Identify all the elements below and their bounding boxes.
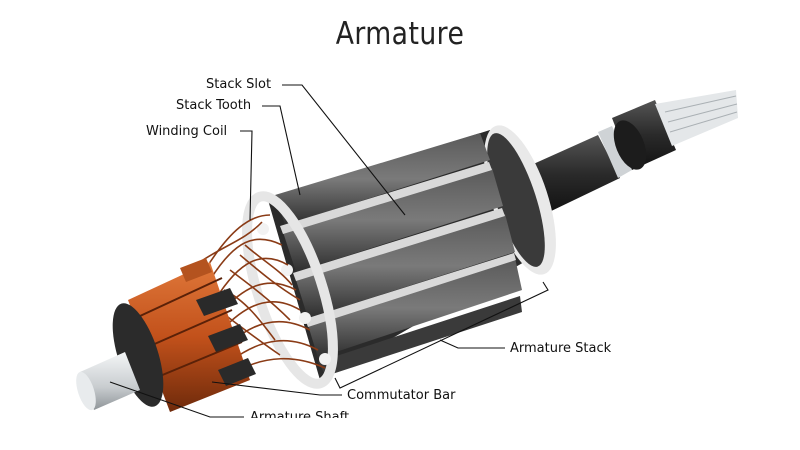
armature-stack-body [242,125,556,389]
shaft-right [520,90,738,214]
label-stack-slot: Stack Slot [206,77,272,92]
commutator [112,258,256,412]
leader-armature-shaft [109,381,244,418]
bottom-crop [0,418,800,450]
page-title: Armature [335,16,465,52]
shaft-left [76,352,140,411]
leader-winding-coil [240,130,253,221]
leader-stack-tooth [262,105,301,196]
label-stack-tooth: Stack Tooth [176,98,252,113]
leader-armature-stack [439,339,505,349]
bracket-armature-stack [334,281,549,389]
label-commutator-bar: Commutator Bar [347,388,456,403]
label-armature-stack: Armature Stack [510,341,612,356]
leader-commutator-bar [211,381,342,396]
leader-stack-slot [282,84,406,216]
leader-lines [109,84,549,418]
label-winding-coil: Winding Coil [146,124,228,139]
